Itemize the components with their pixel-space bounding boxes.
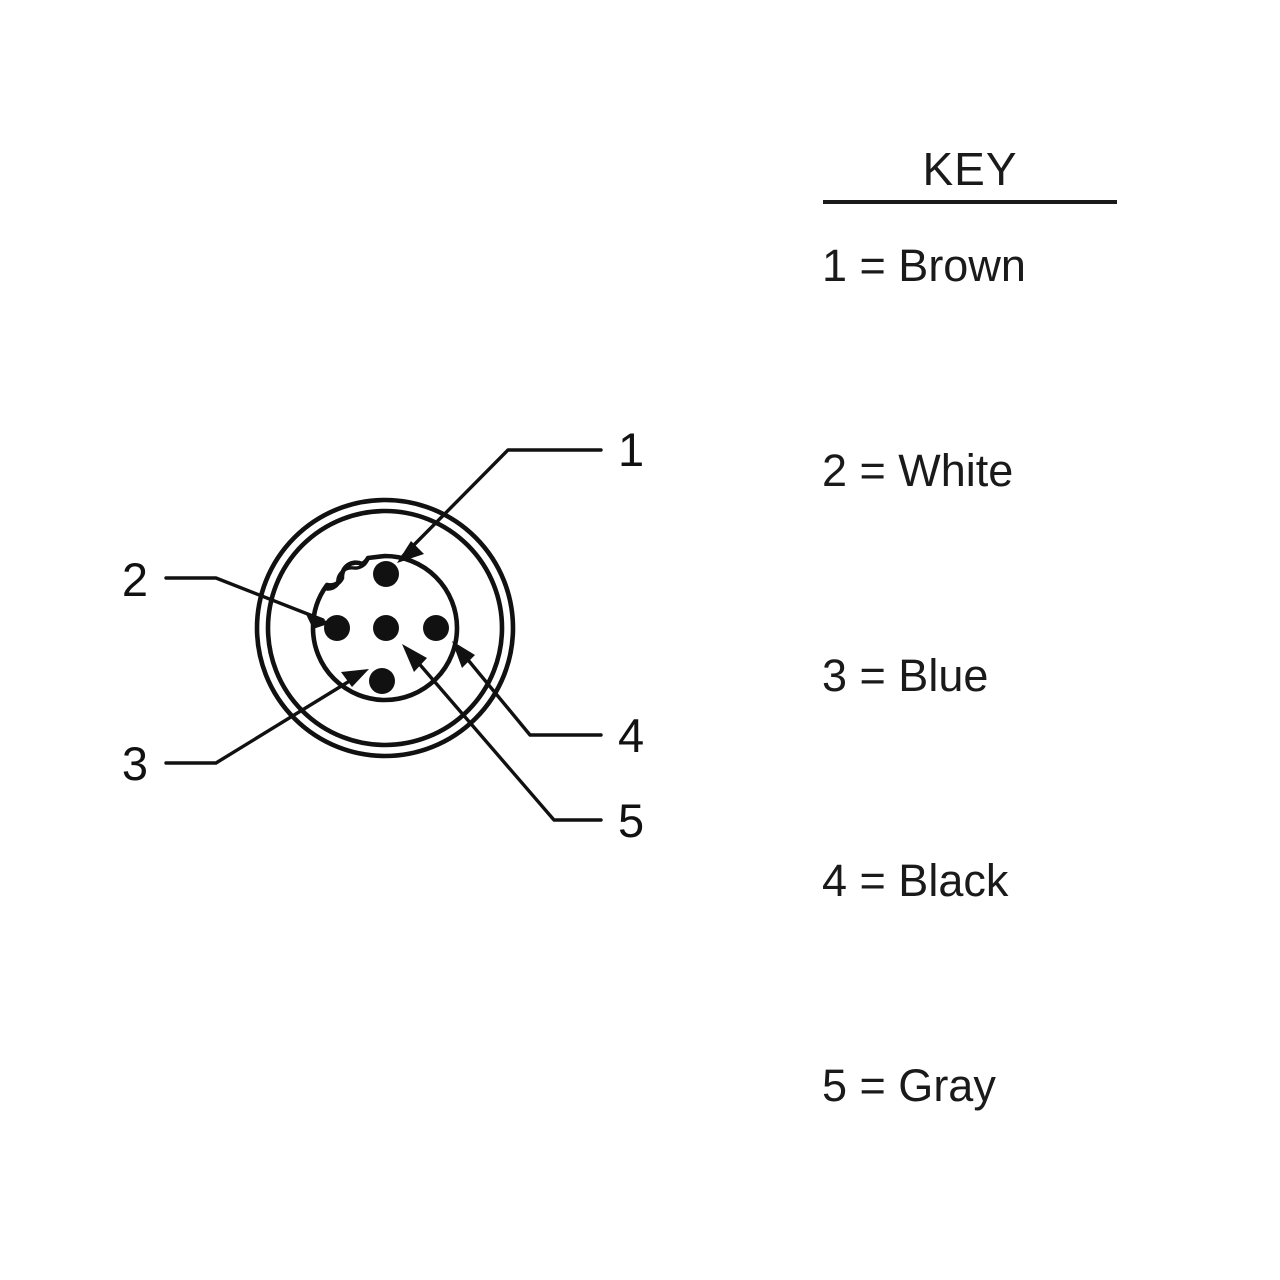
key-entry-list: 1 = Brown 2 = White 3 = Blue 4 = Black 5… <box>822 243 1262 1268</box>
key-row-3: 3 = Blue <box>822 653 1262 858</box>
pin-1-contact <box>373 561 399 587</box>
key-row-1: 1 = Brown <box>822 243 1262 448</box>
key-row-4: 4 = Black <box>822 858 1262 1063</box>
connector-diagram-panel: 1 2 3 4 5 <box>122 423 644 847</box>
connector-outer-ring <box>254 497 516 759</box>
connector-face-drawing: 1 2 3 4 5 <box>122 423 644 847</box>
callout-label-5: 5 <box>618 794 644 847</box>
key-entry-1: 1 = Brown <box>822 240 1026 291</box>
key-entry-4: 4 = Black <box>822 855 1009 906</box>
pin-2-contact <box>324 615 350 641</box>
key-row-2: 2 = White <box>822 448 1262 653</box>
callout-leader-1 <box>397 448 603 563</box>
callout-label-1: 1 <box>618 423 644 476</box>
arrow-head-1 <box>397 541 424 563</box>
pin-4-contact <box>423 615 449 641</box>
key-entry-5: 5 = Gray <box>822 1060 996 1111</box>
arrow-head-2 <box>305 612 331 629</box>
key-entry-2: 2 = White <box>822 445 1014 496</box>
callout-leader-3 <box>164 669 369 765</box>
key-title: KEY <box>922 143 1018 195</box>
arrow-head-3 <box>341 669 369 687</box>
callout-leader-4 <box>452 641 603 737</box>
key-legend-panel: KEY 1 = Brown 2 = White 3 = Blue 4 = Bla… <box>760 0 1280 1280</box>
callout-label-3: 3 <box>122 737 148 790</box>
key-row-5: 5 = Gray <box>822 1063 1262 1268</box>
arrow-head-4 <box>452 641 475 668</box>
keyway-notch-icon <box>325 556 370 591</box>
callout-leader-2 <box>164 576 331 629</box>
callout-label-4: 4 <box>618 709 644 762</box>
arrow-head-5 <box>402 644 427 672</box>
pin-3-contact <box>369 668 395 694</box>
key-title-underline <box>823 200 1117 204</box>
callout-leader-5 <box>402 644 603 822</box>
connector-inner-ring <box>265 508 505 748</box>
pin-5-contact <box>373 615 399 641</box>
callout-label-2: 2 <box>122 553 148 606</box>
key-entry-3: 3 = Blue <box>822 650 989 701</box>
